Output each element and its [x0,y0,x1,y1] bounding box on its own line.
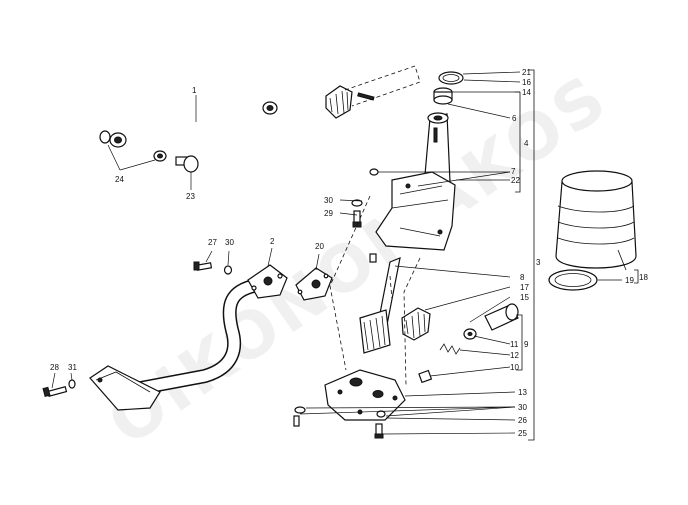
callout-24: 24 [115,175,124,184]
o-ring [438,71,464,85]
relief-valve-assembly [418,303,519,384]
drive-pinion [359,309,391,354]
callout-30-c: 30 [518,403,527,412]
callout-25: 25 [518,429,527,438]
callout-15: 15 [520,293,529,302]
callout-6: 6 [512,114,517,123]
pump-drive-gear [325,85,375,119]
relief-valve-spring [439,343,461,355]
callout-21: 21 [522,68,531,77]
pump-body-screw [351,199,363,228]
callout-31: 31 [68,363,77,372]
callout-30-a: 30 [225,238,234,247]
callout-28: 28 [50,363,59,372]
callout-18: 18 [639,273,648,282]
flange-bolt [193,261,233,275]
callout-3: 3 [536,258,541,267]
pipe-support-bracket [89,365,161,411]
callout-labels: 1 24 23 27 30 2 20 28 31 30 29 21 16 14 … [50,68,648,438]
oil-pickup-pipe [89,264,288,411]
callout-29: 29 [324,209,333,218]
callout-12: 12 [510,351,519,360]
bush [433,87,453,105]
callout-8: 8 [520,273,525,282]
pump-body [369,168,456,263]
relief-valve-piston [418,369,433,384]
pump-shaft-housing [423,112,451,187]
callout-9: 9 [524,340,529,349]
drive-shaft [359,257,401,354]
flange-gasket [295,267,333,301]
lock-washer [351,199,363,207]
callout-23: 23 [186,192,195,201]
callout-17: 17 [520,283,529,292]
callout-26: 26 [518,416,527,425]
leader-lines [51,71,622,435]
callout-30-b: 30 [324,196,333,205]
callout-22: 22 [511,176,520,185]
callout-19: 19 [625,276,634,285]
callout-27: 27 [208,238,217,247]
callout-4: 4 [524,139,529,148]
callout-2: 2 [270,237,275,246]
callout-11: 11 [510,340,519,349]
bracket-bolt [42,379,76,397]
assembly-guide-lines [329,65,421,386]
oil-pipe-assembly [99,95,278,190]
banjo-bolt [175,155,199,173]
callout-1: 1 [192,86,197,95]
callout-14: 14 [522,88,531,97]
filter-seal-ring [548,269,598,291]
callout-7: 7 [511,167,516,176]
callout-10: 10 [510,363,519,372]
cover-bolt [293,406,386,439]
callout-20: 20 [315,242,324,251]
oil-filter [555,170,637,269]
callout-13: 13 [518,388,527,397]
driven-gear [401,307,431,341]
callout-16: 16 [522,78,531,87]
